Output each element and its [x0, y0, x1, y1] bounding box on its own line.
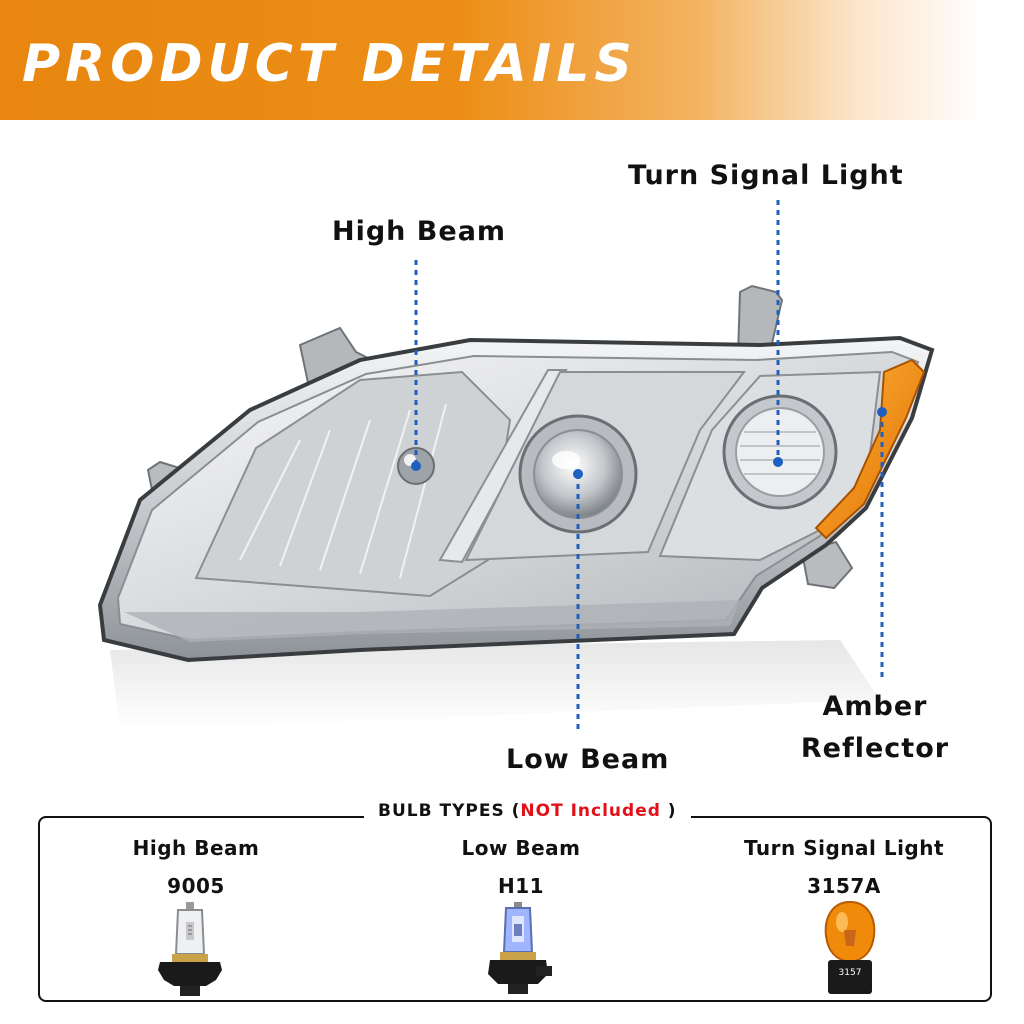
label-amber-line2: Reflector	[800, 733, 950, 764]
bulb-9005-icon	[158, 902, 222, 996]
legend-suffix: )	[660, 801, 677, 821]
bulb-name: High Beam	[132, 836, 260, 860]
bulb-socket-print: 3157	[839, 968, 862, 978]
high-beam-reflector	[194, 370, 512, 598]
bulb-item-high-beam: High Beam 9005	[76, 836, 316, 898]
bulb-code: H11	[497, 874, 545, 898]
header-banner: PRODUCT DETAILS	[0, 0, 1024, 120]
bulb-code: 3157A	[807, 874, 881, 898]
legend-not-included: NOT Included	[520, 801, 661, 821]
bulb-item-turn-signal: Turn Signal Light 3157A	[724, 836, 964, 898]
label-turn-signal-light: Turn Signal Light	[628, 160, 904, 191]
bulb-name: Turn Signal Light	[743, 836, 945, 860]
bulb-code: 9005	[167, 874, 225, 898]
page-title: PRODUCT DETAILS	[22, 34, 637, 94]
bulb-name: Low Beam	[461, 836, 581, 860]
floor-reflection	[110, 640, 880, 730]
bulb-types-legend: BULB TYPES (NOT Included )	[364, 801, 691, 821]
amber-reflector	[814, 358, 926, 540]
legend-prefix: BULB TYPES (	[378, 801, 521, 821]
label-amber-reflector: Amber Reflector	[800, 686, 950, 770]
turn-signal-lamp-lens	[735, 407, 825, 497]
label-high-beam: High Beam	[332, 216, 507, 247]
bulb-3157a-icon: 3157	[824, 900, 876, 994]
bulb-h11-icon	[488, 902, 552, 994]
bulb-item-low-beam: Low Beam H11	[401, 836, 641, 898]
label-amber-line1: Amber	[822, 691, 928, 722]
label-low-beam: Low Beam	[506, 744, 670, 775]
